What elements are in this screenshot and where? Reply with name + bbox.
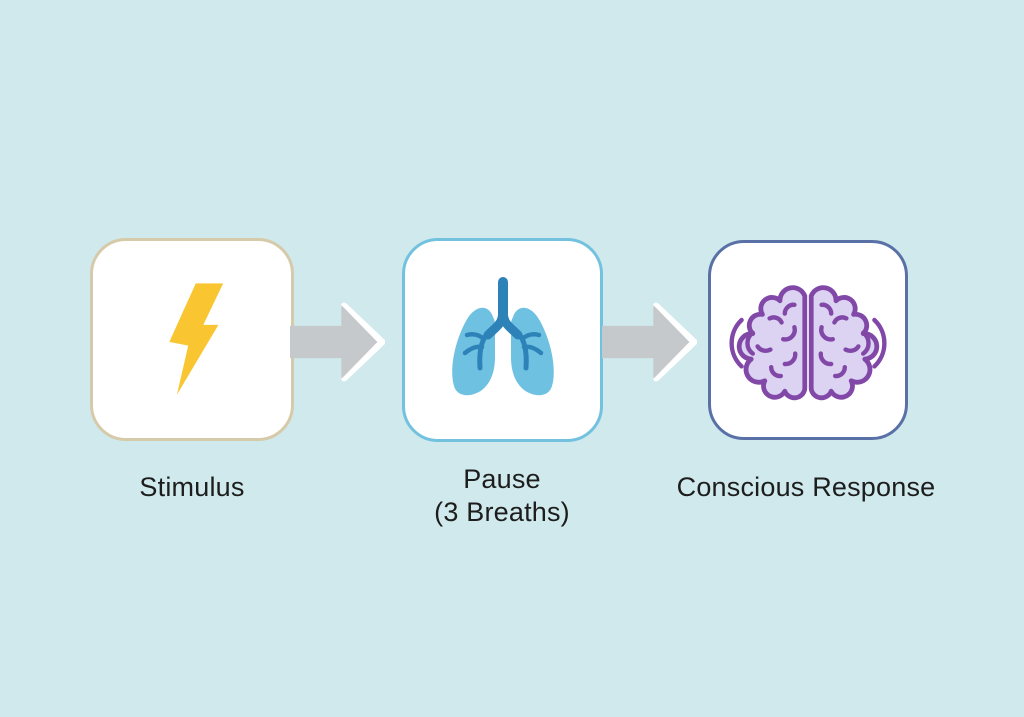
brain-folds [755, 302, 798, 379]
arrow-highlight [340, 302, 385, 382]
brain-left-hemisphere [729, 285, 808, 401]
brain-right-hemisphere [808, 285, 887, 401]
lungs-icon [433, 275, 573, 405]
step-card-conscious-response [708, 240, 908, 440]
arrow-icon [602, 300, 697, 384]
step-card-stimulus [90, 238, 294, 441]
brain-icon [728, 272, 888, 408]
vibration-arcs [729, 317, 755, 369]
arrow-icon [290, 300, 385, 384]
lung-left-lobe [451, 307, 495, 396]
step-label-pause: Pause (3 Breaths) [362, 463, 642, 529]
step-label-subtext: (3 Breaths) [434, 497, 570, 527]
step-label-conscious-response: Conscious Response [646, 471, 966, 504]
vibration-arcs [861, 317, 887, 369]
arrow-body [290, 304, 378, 380]
lung-right-lobe [510, 307, 554, 396]
step-label-text: Conscious Response [676, 472, 936, 502]
step-label-stimulus: Stimulus [52, 471, 332, 504]
lightning-bolt-icon [158, 282, 226, 397]
step-card-pause [402, 238, 603, 442]
lung-airways [462, 277, 543, 371]
step-label-text: Stimulus [139, 472, 245, 502]
arrow-body [602, 304, 690, 380]
arrow-highlight [652, 302, 697, 382]
lightning-bolt-shape [169, 282, 224, 395]
step-label-text: Pause [463, 464, 541, 494]
brain-folds [818, 302, 861, 379]
